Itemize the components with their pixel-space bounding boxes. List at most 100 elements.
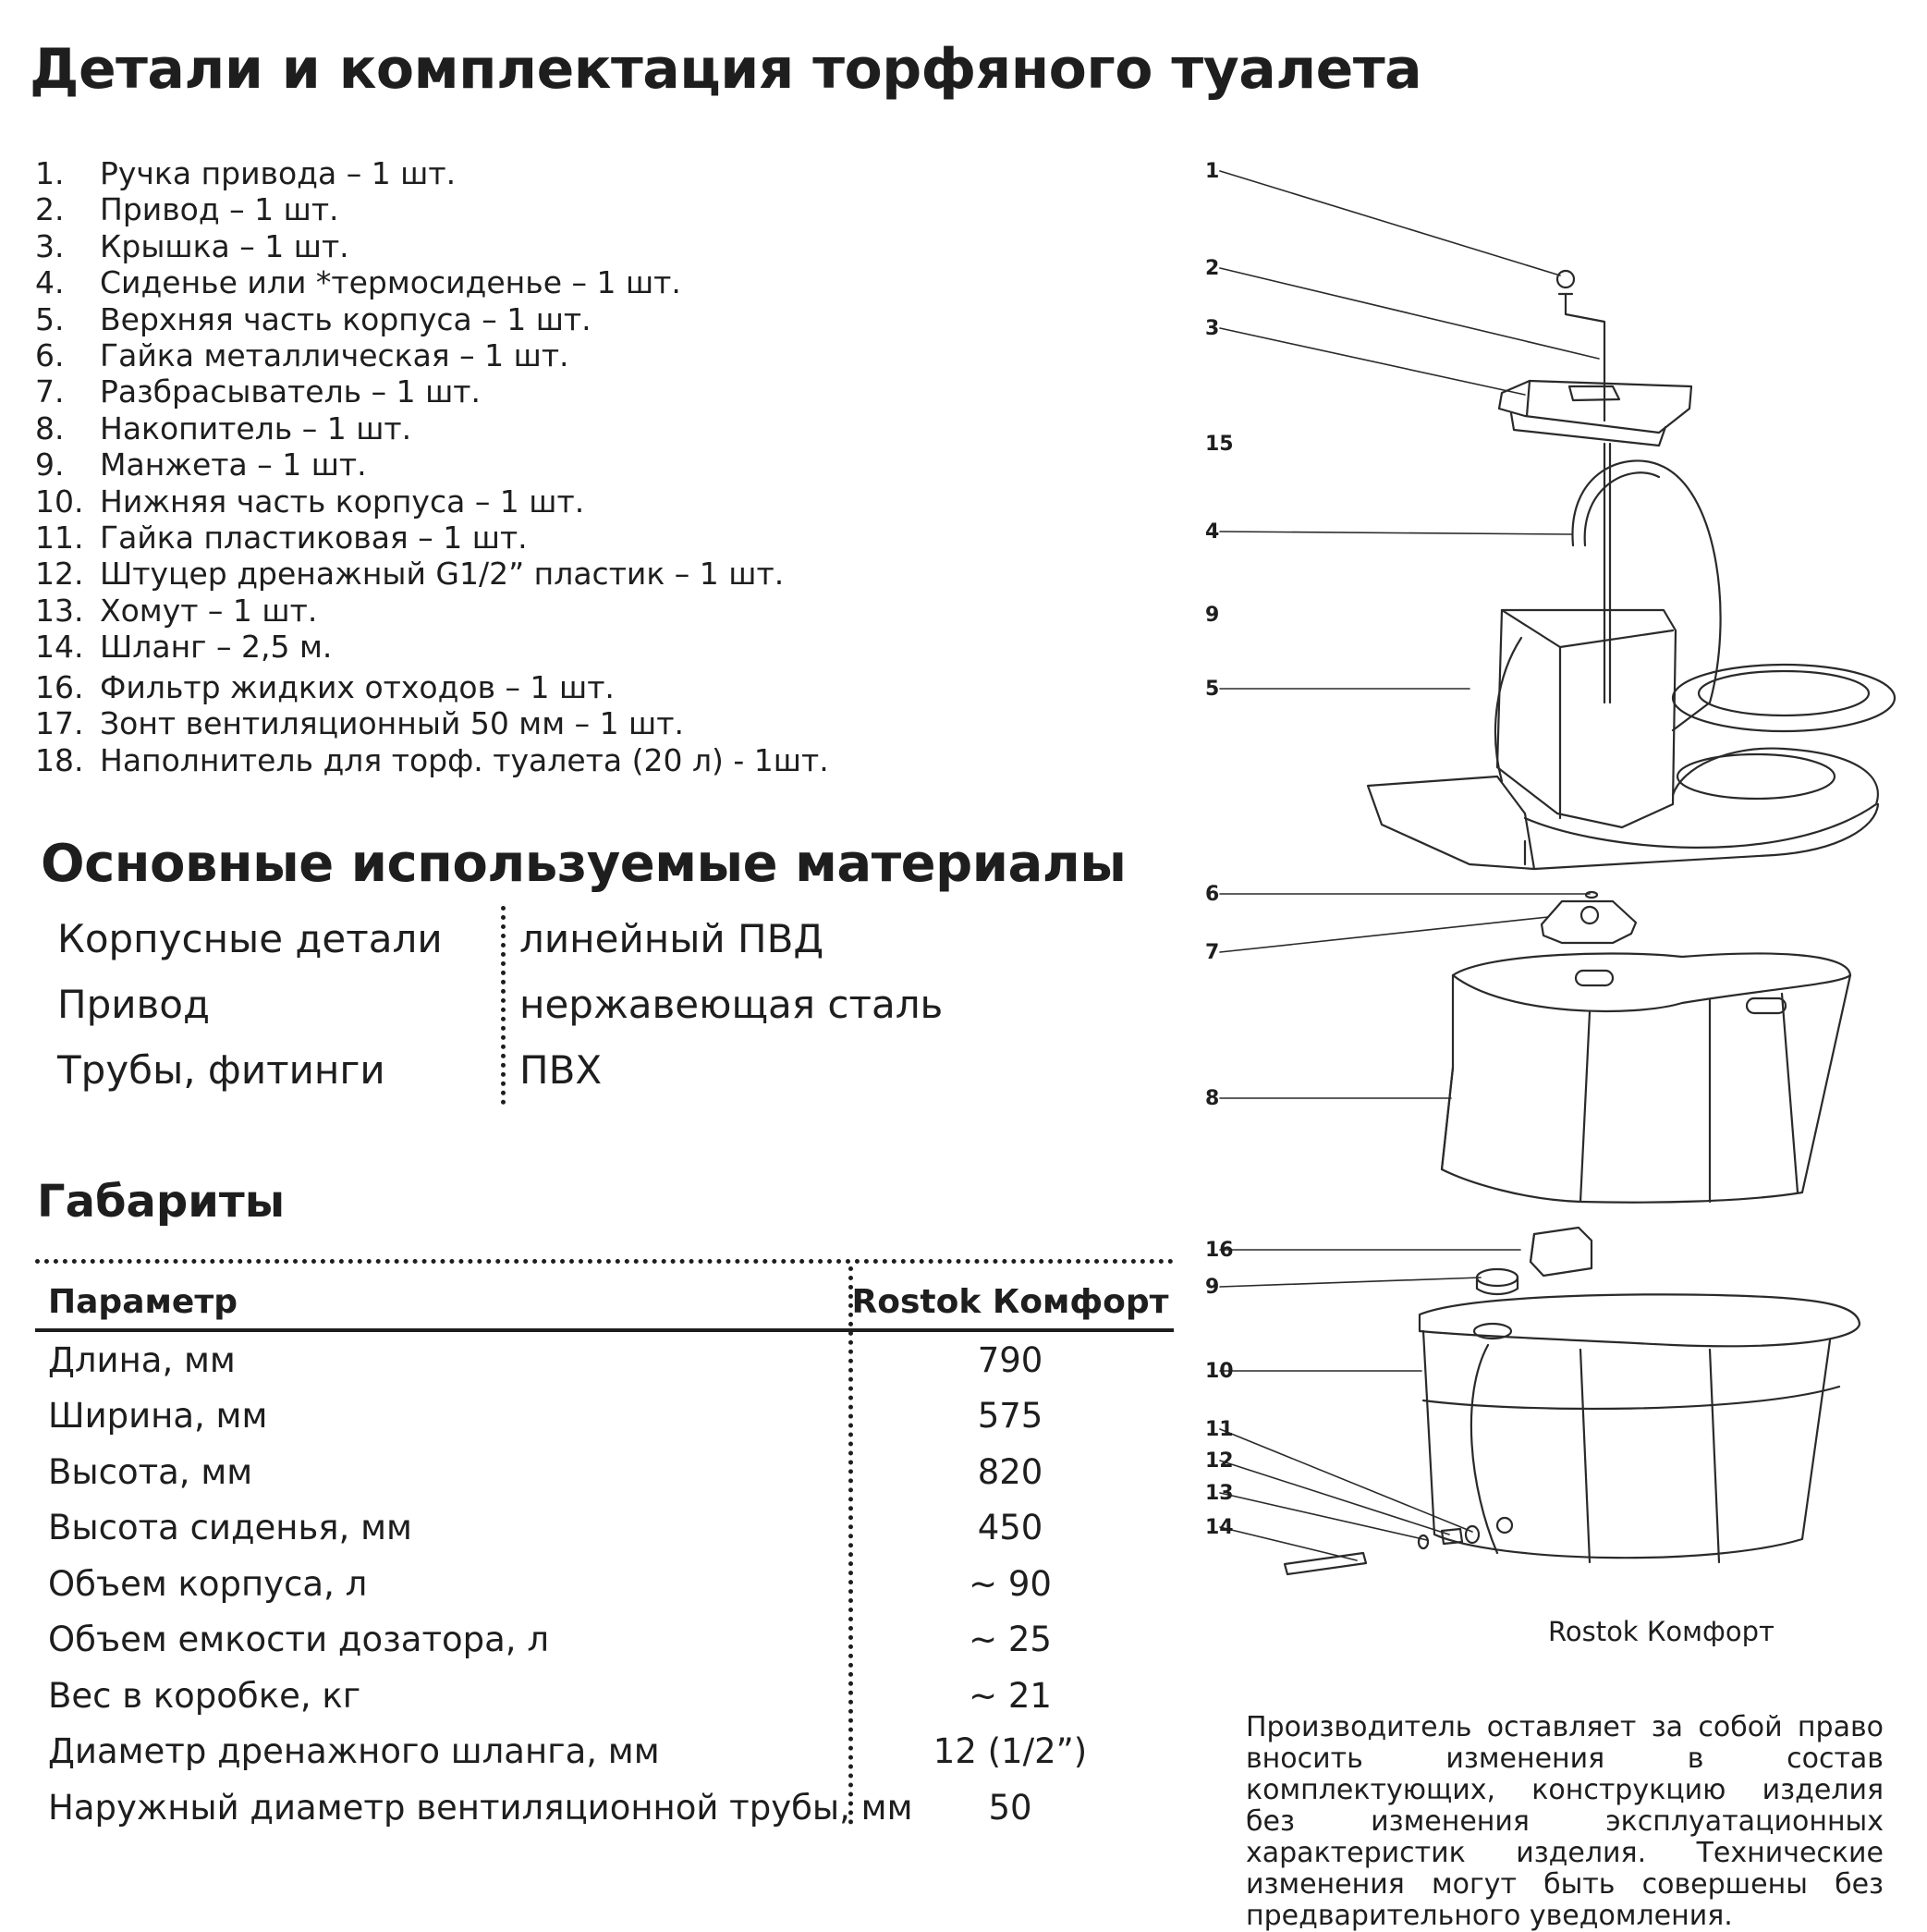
part-label-16: 16 — [1205, 1239, 1234, 1262]
part-label-5: 5 — [1205, 678, 1219, 701]
parameter-cell: Высота сиденья, мм — [48, 1508, 412, 1548]
list-item: 17. Зонт вентиляционный 50 мм – 1 шт. — [35, 705, 829, 741]
parameter-cell: Диаметр дренажного шланга, мм — [48, 1731, 660, 1772]
part-text: Фильтр жидких отходов – 1 шт. — [100, 668, 615, 705]
header-parameter: Параметр — [48, 1283, 238, 1321]
material-value: нержавеющая сталь — [519, 982, 944, 1027]
material-part: Привод — [57, 982, 211, 1027]
list-item: 16. Фильтр жидких отходов – 1 шт. — [35, 669, 829, 705]
list-item: 9. Манжета – 1 шт. — [35, 446, 829, 483]
list-item: 8. Накопитель – 1 шт. — [35, 410, 829, 446]
dimensions-title: Габариты — [37, 1176, 286, 1228]
part-text: Ручка привода – 1 шт. — [100, 155, 457, 191]
part-text: Зонт вентиляционный 50 мм – 1 шт. — [100, 705, 684, 742]
value-cell: ~ 21 — [969, 1675, 1052, 1716]
manufacturer-note: Производитель оставляет за собой право в… — [1246, 1711, 1884, 1932]
part-number: 6. — [35, 337, 65, 374]
part-label-12: 12 — [1205, 1449, 1234, 1473]
value-cell: ~ 90 — [969, 1563, 1052, 1604]
collector-part — [1440, 952, 1852, 1204]
part-number: 1. — [35, 155, 65, 191]
part-label-7: 7 — [1205, 941, 1219, 964]
parameter-cell: Высота, мм — [48, 1451, 253, 1492]
parts-list: 1. Ручка привода – 1 шт.2.Привод – 1 шт.3… — [35, 155, 829, 778]
lid-part — [1497, 379, 1693, 447]
part-text: Хомут – 1 шт. — [100, 592, 318, 629]
list-item: 10. Нижняя часть корпуса – 1 шт. — [35, 483, 829, 520]
part-text: Накопитель – 1 шт. — [100, 410, 412, 446]
part-text: Разбрасыватель – 1 шт. — [100, 373, 482, 410]
spreader-part — [1540, 899, 1638, 945]
part-label-9-lower: 9 — [1205, 1276, 1219, 1299]
list-item: 2.Привод – 1 шт. — [35, 191, 829, 227]
part-label-6: 6 — [1205, 883, 1219, 906]
handle-knob-part — [1555, 269, 1576, 289]
materials-title: Основные используемые материалы — [41, 834, 1127, 894]
list-item: 12.Штуцер дренажный G1/2” пластик – 1 шт… — [35, 556, 829, 592]
part-text: Верхняя часть корпуса – 1 шт. — [100, 300, 592, 337]
value-cell: 50 — [988, 1787, 1032, 1828]
parameter-cell: Вес в коробке, кг — [48, 1675, 361, 1716]
drive-crank-part — [1564, 292, 1606, 422]
materials-divider — [501, 906, 506, 1105]
list-item: 11.Гайка пластиковая – 1 шт. — [35, 520, 829, 556]
upper-housing-part — [1366, 608, 1880, 871]
table-row: Высота сиденья, мм 450 — [35, 1500, 1174, 1557]
part-label-3: 3 — [1205, 317, 1219, 340]
value-cell: 575 — [977, 1396, 1043, 1437]
dimensions-divider — [848, 1266, 853, 1825]
table-row: Объем емкости дозатора, л ~ 25 — [35, 1612, 1174, 1669]
part-text: Крышка – 1 шт. — [100, 227, 349, 264]
liquid-filter-part — [1529, 1226, 1593, 1278]
part-number-labels: 1 2 3 15 4 9 5 6 7 8 16 9 10 11 12 13 14 — [1205, 160, 1234, 1539]
part-text: Шланг – 2,5 м. — [100, 629, 333, 666]
part-number: 5. — [35, 300, 65, 337]
drain-parts — [1283, 1524, 1481, 1576]
part-number: 17. — [35, 705, 84, 742]
part-number: 2. — [35, 191, 65, 228]
part-label-15: 15 — [1205, 433, 1234, 456]
lower-housing-part — [1418, 1293, 1861, 1564]
material-part: Трубы, фитинги — [57, 1047, 385, 1093]
part-number: 11. — [35, 520, 84, 556]
material-part: Корпусные детали — [57, 916, 443, 961]
table-row: Вес в коробке, кг ~ 21 — [35, 1668, 1174, 1724]
parameter-cell: Объем емкости дозатора, л — [48, 1620, 549, 1660]
header-model: Rostok Комфорт — [851, 1283, 1169, 1321]
part-number: 7. — [35, 373, 65, 410]
drawing-caption: Rostok Комфорт — [1548, 1616, 1775, 1647]
part-number: 13. — [35, 592, 84, 629]
part-number: 9. — [35, 446, 65, 483]
part-label-11: 11 — [1205, 1418, 1234, 1441]
parameter-cell: Наружный диаметр вентиляционной трубы, м… — [48, 1787, 913, 1828]
part-text: Нижняя часть корпуса – 1 шт. — [100, 483, 585, 520]
part-label-8: 8 — [1205, 1087, 1219, 1110]
metal-nut-part — [1584, 890, 1599, 899]
part-label-14: 14 — [1205, 1516, 1234, 1539]
table-row: Наружный диаметр вентиляционной трубы, м… — [35, 1779, 1174, 1836]
list-item: 1. Ручка привода – 1 шт. — [35, 155, 829, 191]
value-cell: ~ 25 — [969, 1620, 1052, 1660]
part-number: 3. — [35, 227, 65, 264]
part-label-10: 10 — [1205, 1360, 1234, 1383]
material-row: Привод нержавеющая сталь — [57, 972, 943, 1037]
part-label-2: 2 — [1205, 257, 1219, 280]
parameter-cell: Длина, мм — [48, 1339, 236, 1380]
part-text: Гайка металлическая – 1 шт. — [100, 337, 569, 374]
part-number: 10. — [35, 483, 84, 520]
part-number: 8. — [35, 410, 65, 446]
part-label-4: 4 — [1205, 520, 1219, 544]
list-item: 5. Верхняя часть корпуса – 1 шт. — [35, 301, 829, 337]
part-text: Штуцер дренажный G1/2” пластик – 1 шт. — [100, 556, 785, 593]
exploded-view-drawing: 1 2 3 15 4 9 5 6 7 8 16 9 10 11 12 13 14 — [1205, 160, 1897, 1576]
part-number: 16. — [35, 668, 84, 705]
part-text: Сиденье или *термосиденье – 1 шт. — [100, 264, 681, 301]
part-number: 14. — [35, 629, 84, 666]
leader-lines — [1219, 170, 1600, 1561]
part-text: Манжета – 1 шт. — [100, 446, 367, 483]
value-cell: 450 — [977, 1508, 1043, 1548]
